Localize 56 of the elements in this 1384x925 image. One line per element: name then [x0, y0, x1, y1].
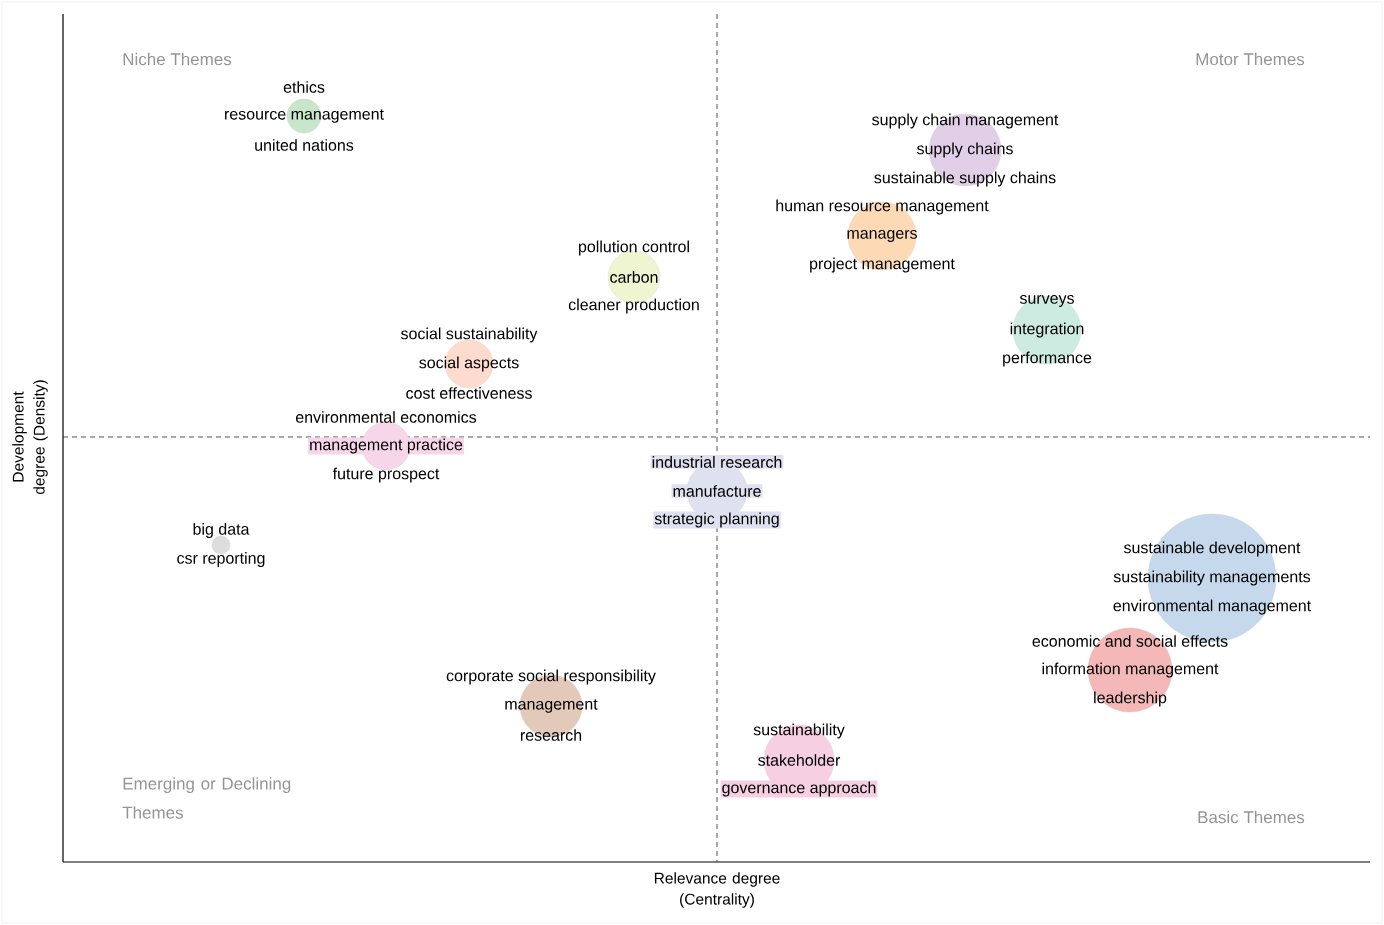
- keyword-label: managers: [847, 230, 917, 242]
- keyword-label: governance approach: [720, 780, 878, 798]
- theme-bubble: [720, 723, 878, 798]
- keyword-label: management: [505, 699, 598, 713]
- keyword-label: cost effectiveness: [406, 387, 532, 399]
- keyword-label: information management: [1042, 662, 1219, 678]
- keyword-label: united nations: [255, 139, 354, 151]
- keyword-label: carbon: [610, 271, 658, 283]
- keyword-label: ethics: [283, 81, 325, 93]
- quadrant-label: Emerging or Declining Themes: [122, 777, 291, 819]
- keyword-label: pollution control: [579, 240, 689, 256]
- keyword-label: social aspects: [419, 356, 519, 372]
- keyword-label: sustainable development: [1123, 541, 1301, 557]
- keyword-label: integration: [1010, 322, 1084, 338]
- keyword-label: environmental management: [1113, 599, 1311, 615]
- theme-bubble: [1003, 295, 1092, 367]
- quadrant-label: Motor Themes: [1196, 52, 1305, 66]
- quadrant-label: Niche Themes: [123, 52, 232, 66]
- keyword-label: environmental economics: [295, 411, 477, 423]
- quadrant-label: Basic Themes: [1198, 810, 1305, 824]
- theme-bubble: [650, 455, 784, 529]
- keyword-label: human resource management: [776, 199, 989, 215]
- keyword-label: sustainable supply chains: [874, 171, 1056, 187]
- axis-title: Development degree (Density): [12, 380, 48, 495]
- theme-bubble: [446, 669, 656, 741]
- theme-bubble: [400, 327, 538, 399]
- keyword-label: management practice: [308, 437, 464, 455]
- keyword-label: big data: [193, 523, 250, 538]
- theme-bubble: [776, 199, 989, 273]
- keyword-label: corporate social responsibility: [446, 669, 656, 685]
- keyword-label: supply chains: [917, 142, 1013, 158]
- keyword-label: sustainability: [753, 723, 845, 739]
- theme-bubble: [225, 81, 384, 151]
- keyword-label: manufacture: [671, 484, 763, 498]
- theme-bubble: [872, 113, 1059, 187]
- keyword-label: resource management: [225, 109, 384, 123]
- keyword-label: supply chain management: [872, 113, 1059, 129]
- keyword-label: strategic planning: [653, 511, 781, 529]
- keyword-label: csr reporting: [177, 552, 265, 567]
- keyword-label: future prospect: [332, 467, 440, 483]
- theme-bubble: [1032, 627, 1228, 713]
- keyword-label: social sustainability: [400, 327, 538, 343]
- keyword-label: leadership: [1094, 691, 1167, 707]
- keyword-label: stakeholder: [758, 754, 841, 766]
- keyword-label: sustainability managements: [1113, 570, 1311, 586]
- keyword-label: research: [520, 729, 582, 741]
- keyword-label: project management: [810, 257, 955, 273]
- theme-bubble: [568, 240, 699, 314]
- keyword-label: industrial research: [650, 455, 784, 469]
- keyword-label: cleaner production: [568, 298, 699, 314]
- keyword-label: economic and social effects: [1032, 635, 1228, 647]
- theme-bubble: [177, 523, 265, 567]
- theme-bubble: [295, 411, 477, 483]
- axis-title: Relevance degree (Centrality): [654, 872, 780, 908]
- keyword-label: surveys: [1019, 295, 1074, 307]
- keyword-label: performance: [1003, 351, 1092, 367]
